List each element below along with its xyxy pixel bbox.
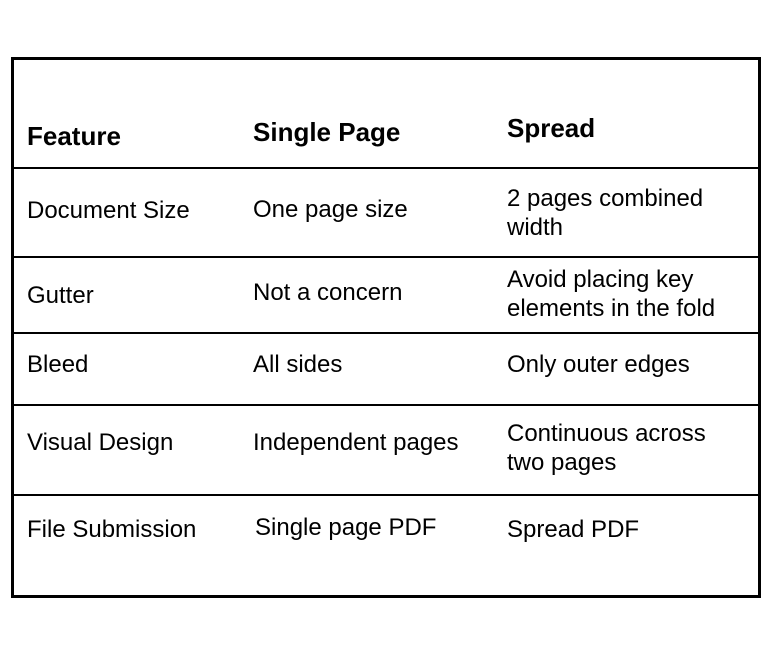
header-spread: Spread bbox=[507, 113, 596, 143]
row-divider bbox=[14, 332, 758, 334]
table-row: Bleed All sides Only outer edges bbox=[14, 334, 758, 404]
row-divider bbox=[14, 404, 758, 406]
table-row: Gutter Not a concern Avoid placing key e… bbox=[14, 258, 758, 332]
cell-spread-line-1: Continuous across bbox=[507, 420, 706, 447]
table-row: Document Size One page size 2 pages comb… bbox=[14, 169, 758, 256]
cell-spread-line-2: elements in the fold bbox=[507, 295, 716, 322]
cell-feature: Gutter bbox=[27, 282, 94, 309]
table-row: File Submission Single page PDF Spread P… bbox=[14, 496, 758, 595]
cell-spread-line-1: Only outer edges bbox=[507, 351, 690, 378]
cell-single-page: All sides bbox=[253, 351, 343, 378]
cell-single-page: Not a concern bbox=[253, 279, 403, 306]
cell-spread-line-1: Avoid placing key bbox=[507, 266, 694, 293]
cell-spread-line-2: width bbox=[507, 214, 564, 241]
header-feature: Feature bbox=[27, 121, 121, 151]
row-divider bbox=[14, 167, 758, 169]
cell-single-page: Independent pages bbox=[253, 429, 459, 456]
cell-feature: File Submission bbox=[27, 516, 197, 543]
cell-spread-line-1: Spread PDF bbox=[507, 516, 640, 543]
cell-feature: Visual Design bbox=[27, 429, 174, 456]
row-divider bbox=[14, 494, 758, 496]
cell-feature: Bleed bbox=[27, 351, 89, 378]
cell-single-page: One page size bbox=[253, 196, 408, 223]
table-header-row: Feature Single Page Spread bbox=[14, 60, 758, 168]
table-row: Visual Design Independent pages Continuo… bbox=[14, 406, 758, 494]
comparison-table: Feature Single Page Spread Document Size… bbox=[11, 57, 761, 598]
cell-spread-line-1: 2 pages combined bbox=[507, 185, 704, 212]
header-single-page: Single Page bbox=[253, 117, 401, 147]
cell-spread-line-2: two pages bbox=[507, 449, 617, 476]
row-divider bbox=[14, 256, 758, 258]
cell-single-page: Single page PDF bbox=[255, 514, 437, 541]
cell-feature: Document Size bbox=[27, 197, 190, 224]
